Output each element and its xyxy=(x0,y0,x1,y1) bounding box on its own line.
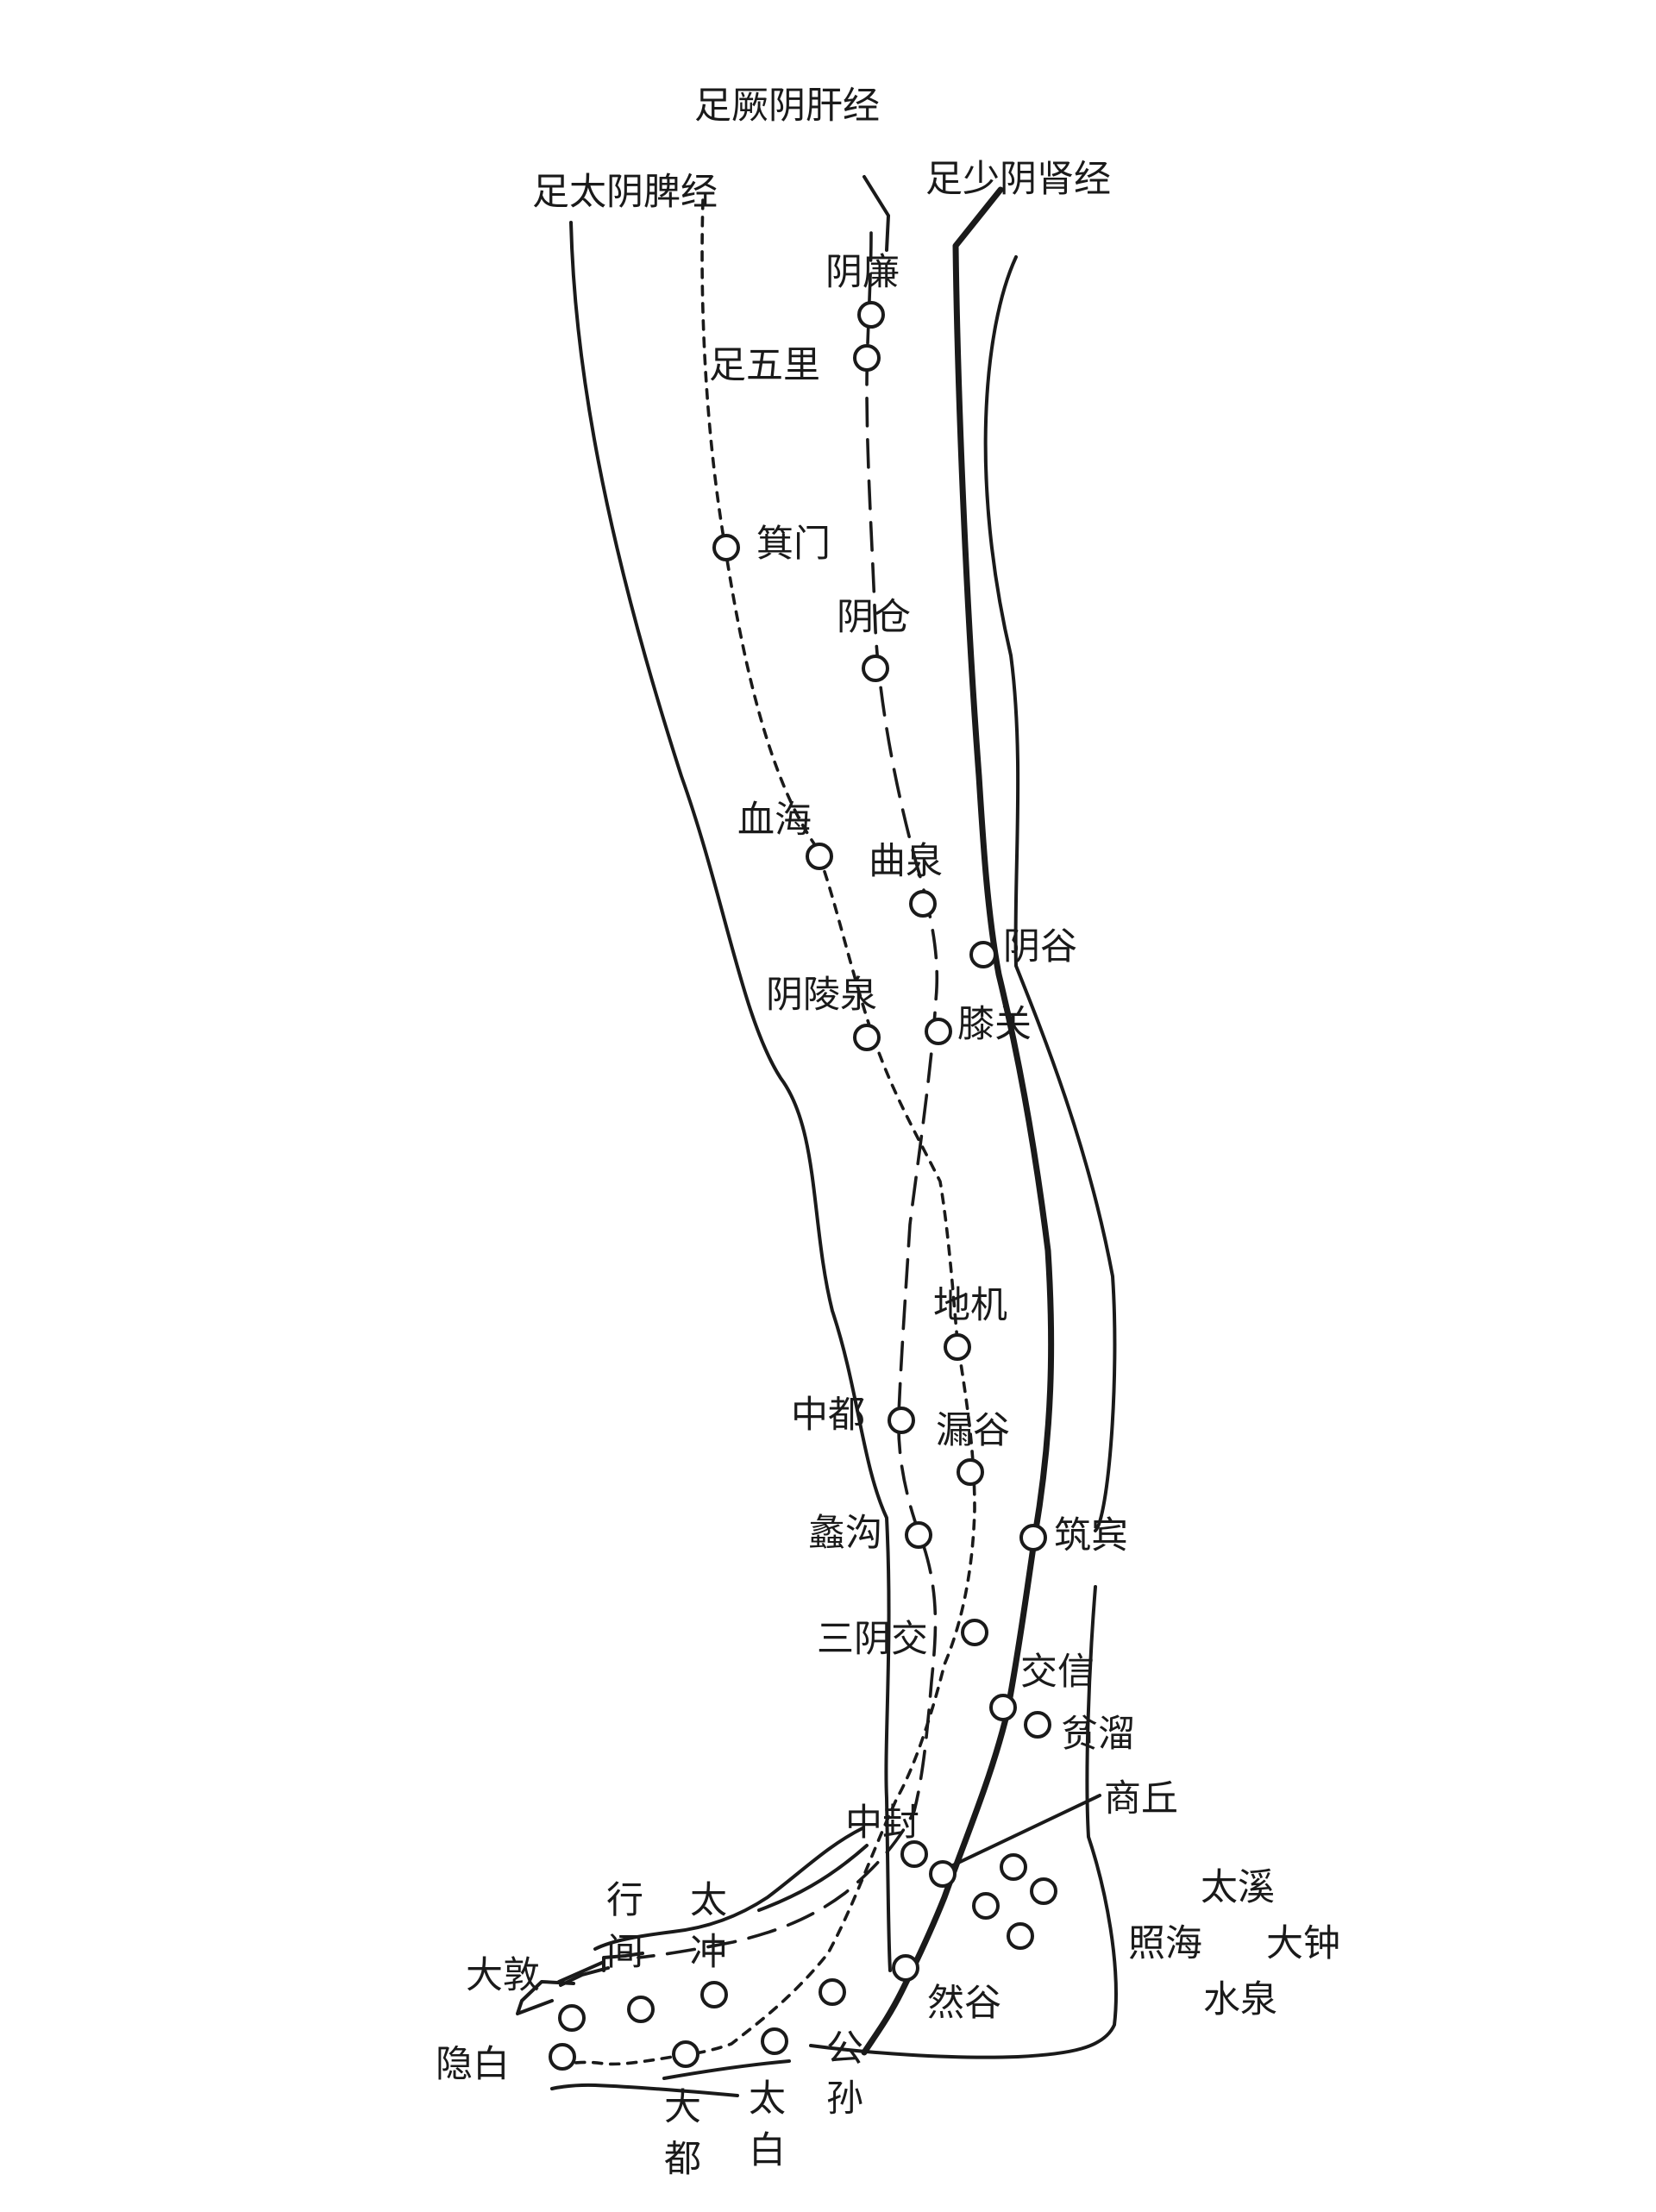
point-shangqiu xyxy=(929,1860,957,1888)
acupoint-markers xyxy=(549,301,1057,2071)
label-fuliu: 贫溜 xyxy=(1061,1713,1135,1756)
label-yinlingquan: 阴陵泉 xyxy=(766,974,877,1017)
point-zhaohai xyxy=(972,1892,1000,1920)
label-yingu: 阴谷 xyxy=(1003,925,1077,968)
instep-outline xyxy=(593,1827,864,1951)
point-yinlian xyxy=(857,301,885,329)
label-shangqiu: 商丘 xyxy=(1104,1777,1178,1820)
zhongfeng-leader xyxy=(757,1844,869,1912)
point-xiguan xyxy=(925,1018,952,1045)
label-zuwuli: 足五里 xyxy=(709,344,820,387)
label-shuiquan: 水泉 xyxy=(1203,1978,1277,2021)
kidney-meridian-path xyxy=(861,186,1055,2056)
label-ququan: 曲泉 xyxy=(869,840,943,883)
label-xuehai: 血海 xyxy=(737,799,812,842)
point-yingu xyxy=(969,941,997,968)
point-xuehai xyxy=(806,843,833,870)
point-ligou xyxy=(905,1521,932,1549)
label-diji: 地机 xyxy=(933,1284,1007,1327)
point-gongsun xyxy=(819,1978,846,2006)
kidney-meridian-title: 足少阴肾经 xyxy=(925,158,1111,201)
toe-third xyxy=(602,1952,644,1972)
label-ligou: 蠡沟 xyxy=(808,1512,882,1555)
point-jimen xyxy=(712,534,740,561)
toe-big xyxy=(516,1980,575,2015)
label-yinbao: 阴仓 xyxy=(837,596,911,639)
label-xingjian-2: 间 xyxy=(606,1931,643,1974)
leg-outline-left xyxy=(569,221,892,1972)
dadun-leader xyxy=(557,1960,605,1983)
toe-second xyxy=(559,1966,610,1987)
liver-meridian-title: 足厥阴肝经 xyxy=(694,85,880,128)
label-zhaohai: 照海 xyxy=(1128,1922,1202,1965)
point-yinbao xyxy=(862,655,889,682)
point-dadu xyxy=(672,2040,699,2068)
shangqiu-leader xyxy=(938,1794,1101,1873)
leg-outline xyxy=(516,221,1118,2097)
point-xingjian xyxy=(627,1996,655,2023)
label-dadun: 大敦 xyxy=(466,1954,540,1997)
label-jiaoxin: 交信 xyxy=(1020,1651,1095,1694)
point-taibai xyxy=(761,2027,788,2055)
label-taibai-1: 太 xyxy=(749,2077,786,2121)
sole-outline xyxy=(550,2083,739,2097)
point-yinbai xyxy=(549,2043,576,2071)
spleen-meridian-title: 足太阴脾经 xyxy=(532,171,718,214)
sole-inner xyxy=(662,2059,791,2080)
leg-outline-right xyxy=(983,255,1117,1532)
liver-meridian-path xyxy=(637,231,939,1959)
label-dadu-2: 都 xyxy=(664,2138,701,2181)
label-jimen: 箕门 xyxy=(756,523,831,566)
point-taichong xyxy=(700,1981,728,2008)
heel-outline xyxy=(809,1585,1118,2059)
label-taibai-2: 白 xyxy=(749,2129,786,2172)
point-diji xyxy=(944,1333,971,1361)
label-lougu: 漏谷 xyxy=(936,1409,1010,1452)
point-zhubin xyxy=(1019,1524,1047,1551)
label-dadu-1: 大 xyxy=(664,2086,701,2129)
label-zhongdu: 中都 xyxy=(791,1394,865,1437)
label-gongsun-2: 孙 xyxy=(826,2077,863,2121)
label-rangu: 然谷 xyxy=(927,1982,1001,2025)
label-taixi: 太溪 xyxy=(1201,1866,1275,1909)
label-zhongfeng: 中封 xyxy=(845,1802,919,1845)
label-taichong-1: 太 xyxy=(690,1879,727,1922)
point-shuiquan xyxy=(1007,1922,1034,1950)
spleen-meridian-path xyxy=(563,198,976,2066)
label-xingjian-1: 行 xyxy=(606,1879,643,1922)
point-jiaoxin xyxy=(989,1694,1017,1721)
point-zuwuli xyxy=(853,344,881,372)
point-dazhong xyxy=(1030,1877,1057,1905)
point-taixi xyxy=(1000,1853,1027,1881)
label-yinbai: 隐白 xyxy=(436,2043,510,2086)
point-fuliu xyxy=(1024,1711,1051,1739)
point-rangu xyxy=(892,1954,919,1982)
label-gongsun-1: 公 xyxy=(826,2027,863,2071)
label-sanyinjiao: 三阴交 xyxy=(817,1618,928,1661)
point-dadun xyxy=(558,2004,586,2032)
point-ququan xyxy=(909,890,937,918)
label-taichong-2: 冲 xyxy=(690,1931,727,1974)
point-lougu xyxy=(957,1458,984,1486)
label-yinlian: 阴廉 xyxy=(825,251,900,294)
point-sanyinjiao xyxy=(961,1619,988,1646)
point-yinlingquan xyxy=(853,1024,881,1051)
liver-title-leader xyxy=(862,175,891,252)
label-dazhong: 大钟 xyxy=(1266,1922,1340,1965)
point-zhongdu xyxy=(888,1407,915,1434)
label-zhubin: 筑宾 xyxy=(1054,1514,1128,1557)
point-zhongfeng xyxy=(900,1840,928,1868)
label-xiguan: 膝关 xyxy=(957,1003,1032,1046)
